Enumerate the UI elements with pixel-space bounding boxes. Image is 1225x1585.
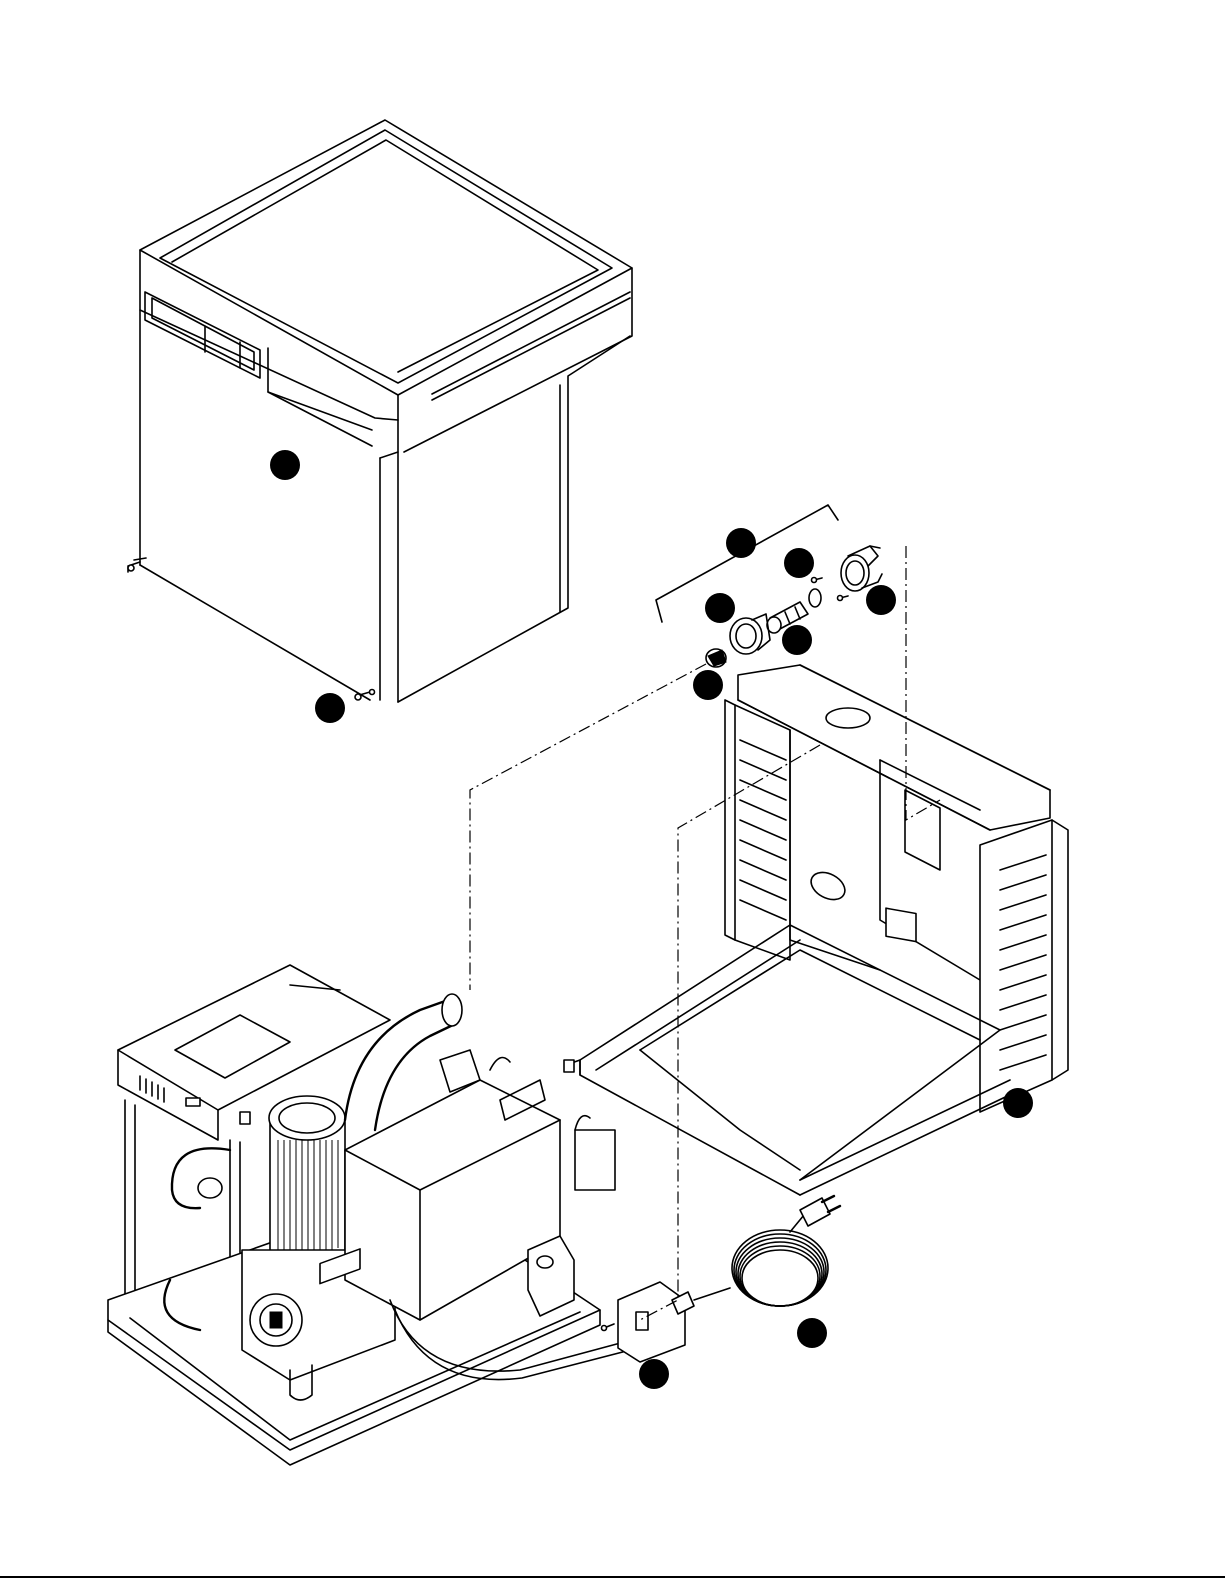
motor-pump-chassis xyxy=(108,965,650,1465)
inner-frame xyxy=(564,665,1068,1195)
callout-union-nut xyxy=(705,593,735,623)
callout-cabinet-screw xyxy=(315,693,345,723)
cover-plate xyxy=(602,1282,686,1362)
callout-hose-barb xyxy=(782,625,812,655)
callout-fitting-assembly xyxy=(726,528,756,558)
callout-outer-cabinet xyxy=(270,450,300,480)
cord-coils xyxy=(732,1230,828,1306)
callout-clamp xyxy=(693,670,723,700)
page-bottom-rule xyxy=(0,1576,1225,1578)
callout-inner-frame xyxy=(1003,1088,1033,1118)
callout-cover-plate xyxy=(639,1359,669,1389)
outer-cabinet xyxy=(128,120,632,702)
callout-power-cord xyxy=(797,1318,827,1348)
left-louvers xyxy=(740,740,786,920)
control-box-vents xyxy=(140,1076,164,1102)
power-cord xyxy=(672,1196,840,1314)
callout-fitting-screw xyxy=(784,548,814,578)
callout-bulkhead-fitting xyxy=(866,585,896,615)
